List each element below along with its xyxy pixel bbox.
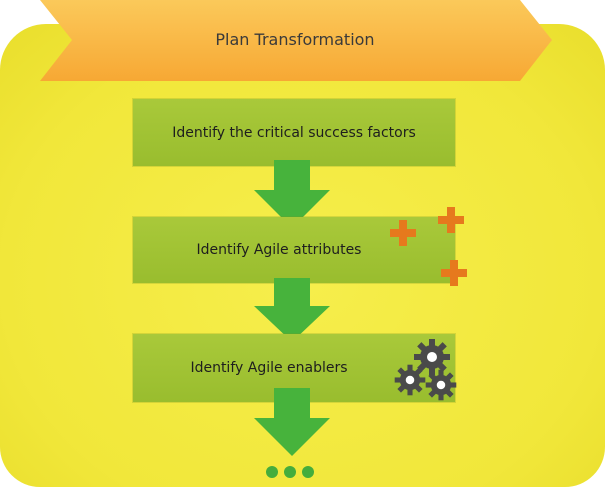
down-arrow-icon [254,160,330,228]
header-chevron [40,0,552,81]
ellipsis-icon [266,466,278,478]
plus-icon [438,207,464,233]
step-label: Identify Agile enablers [190,360,348,376]
plus-icon [441,260,467,286]
plus-icon [390,220,416,246]
ellipsis-icon [284,466,296,478]
ellipsis-icon [302,466,314,478]
gear-icon [394,364,426,396]
gear-icon [414,339,450,375]
down-arrow-icon [254,278,330,342]
gear-icon [425,369,457,401]
step-critical-success-factors: Identify the critical success factors [133,99,455,166]
header-title: Plan Transformation [215,30,375,49]
step-label: Identify the critical success factors [172,124,416,141]
step-label: Identify Agile attributes [196,242,362,258]
down-arrow-icon [254,388,330,456]
